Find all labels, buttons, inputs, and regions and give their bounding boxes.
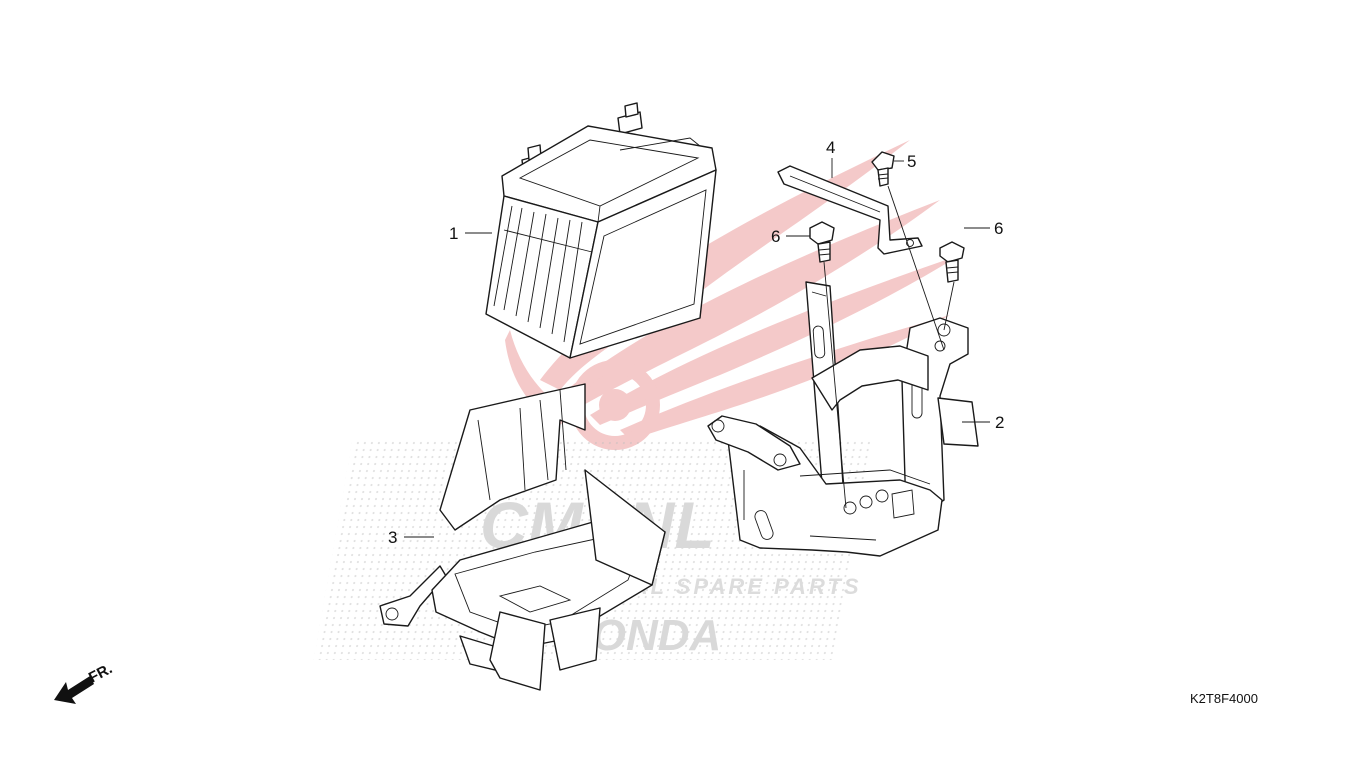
callout-5: 5 [894,152,916,171]
battery-terminal-right [617,102,643,135]
callout-4: 4 [826,138,835,178]
assembly-lines [823,185,955,509]
callout-label-5: 5 [907,152,916,171]
callout-label-1: 1 [449,224,458,243]
callout-6-right: 6 [964,219,1003,238]
callout-label-3: 3 [388,528,397,547]
callout-2: 2 [962,413,1004,432]
callout-1: 1 [449,224,492,243]
front-direction-indicator: FR. [54,660,115,704]
callout-3: 3 [388,528,434,547]
bolt-6-left[interactable] [809,221,835,263]
front-arrow-icon [54,676,94,704]
callout-label-4: 4 [826,138,835,157]
battery[interactable] [485,102,717,359]
battery-box[interactable] [379,383,666,691]
battery-band[interactable] [777,165,923,255]
callout-label-6-left: 6 [771,227,780,246]
battery-bracket[interactable] [707,281,979,557]
callout-6-left: 6 [771,227,810,246]
diagram-code: K2T8F4000 [1190,691,1258,706]
callout-label-6-right: 6 [994,219,1003,238]
bolt-6-right[interactable] [939,241,965,283]
bolt-5[interactable] [871,151,895,187]
callout-label-2: 2 [995,413,1004,432]
